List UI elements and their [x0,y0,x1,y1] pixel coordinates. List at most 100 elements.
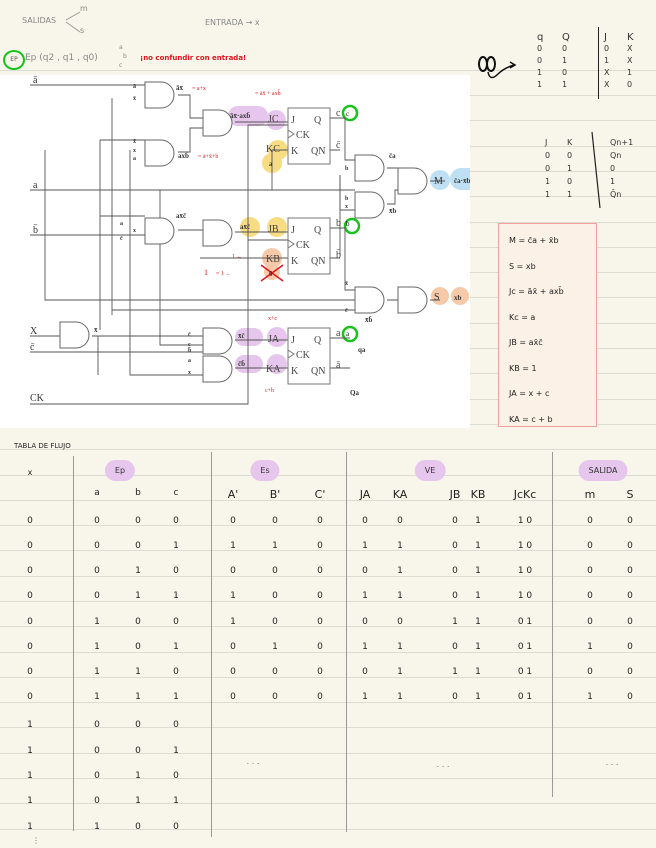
highlight-m [430,170,450,190]
kc-note: a [269,160,273,168]
table-cell: 1 0 [517,516,533,526]
table-cell: 0 [27,667,33,677]
table-cell: 1 [173,692,179,702]
table-divider [552,452,553,797]
jk-char-cell: 0 [567,177,573,186]
table-divider [211,452,212,837]
salidas-m: m [80,4,88,13]
table-cell: 1 [272,541,278,551]
pin-j: J [291,115,295,126]
output-s-label: S [434,292,440,303]
table-cell: 1 [397,591,403,601]
table-cell: 1 [27,822,33,832]
jk-excitation-header: J [604,32,607,43]
table-cell: 0 [452,566,458,576]
rule-line [470,196,656,197]
table-cell: 1 0 [517,566,533,576]
jk-flip-flop-b [287,217,331,275]
table-cell: 0 [173,771,179,781]
formula-line: JB = ax̄c̄ [509,338,543,347]
rule-line [0,449,656,450]
pin-letter: c̄ [120,236,123,242]
table-cell: 1 [173,591,179,601]
table-cell: 0 [317,692,323,702]
table-cell: 0 1 [517,642,533,652]
pin-letter: b [345,196,349,202]
table-cell: 0 [173,720,179,730]
rule-line [470,120,656,121]
table-cell: 0 [627,692,633,702]
table-cell: 0 [272,667,278,677]
continuation-dots: . . . [436,760,450,769]
table-cell: 0 [94,566,100,576]
gate-label-xb-bar: x̄b̄ [365,316,373,324]
table-cell: 0 [317,591,323,601]
table-cell: 1 [475,667,481,677]
gate-label-jc: āx̄·axb̄ [230,112,250,120]
table-cell: 1 [397,541,403,551]
table-cell: 0 [94,516,100,526]
salidas-arrows [65,11,81,33]
rule-line [0,829,656,830]
column-header: S [626,488,634,501]
table-cell: 0 [587,541,593,551]
pin-j: J [291,225,295,236]
table-divider [346,452,347,832]
table-cell: 0 [272,617,278,627]
input-a-bar: ā [33,75,38,86]
kb-zero-note: 0 [269,270,273,278]
red-note: 1 ← [232,254,243,260]
table-cell: 0 [362,617,368,627]
red-note: = a+x [192,86,206,92]
input-c-bar: c̄ [30,342,35,353]
pin-letter: a [133,156,136,162]
table-cell: 1 [173,746,179,756]
red-note: = 1 ← [216,271,231,277]
table-cell: 0 [587,617,593,627]
table-cell: 0 [27,692,33,702]
flow-table-title: TABLA DE FLUJO [14,442,71,450]
formula-line: M = c̄a + x̄b [509,236,559,245]
table-cell: 0 [94,591,100,601]
formula-line: Kc = a [509,312,536,322]
formula-line: KB = 1 [509,363,537,373]
k-input-label: KC [266,144,280,155]
qn-output-label: ā [336,360,341,371]
table-cell: 1 [27,796,33,806]
output-m-label: M [434,176,443,187]
table-cell: 0 [627,541,633,551]
salidas-label: SALIDAS [22,16,57,25]
table-cell: 0 [27,541,33,551]
pin-letter: x̄ [133,139,136,145]
rule-line [0,677,656,678]
table-cell: 0 [27,566,33,576]
table-cell: 0 [27,642,33,652]
ep-badge: EP [3,50,25,70]
rule-line [0,550,656,551]
table-cell: 0 [135,720,141,730]
q-output-label: c [336,108,341,119]
state-circle-icon [343,217,361,235]
qa-note: qa [358,346,366,354]
more-rows-dots: ⋮ [32,836,40,845]
j-input-label: JB [268,224,279,235]
table-cell: 0 [627,566,633,576]
x-bar-label: x̄ [94,326,98,334]
formula-line: Jc = āx̄ + axb̄ [509,287,564,296]
pin-letter: a [188,358,191,364]
state-label: c [346,110,349,118]
jk-char-cell: 1 [545,190,551,199]
column-header: m [584,488,596,501]
table-cell: 1 [452,667,458,677]
input-b-bar: b̄ [33,224,38,236]
input-x: X [30,326,38,337]
jk-char-header: Qn+1 [610,138,634,147]
pin-j: J [291,335,295,346]
eyes-doodle-icon [478,56,517,79]
clock-triangle-icon [287,129,295,139]
state-label: a [346,330,350,338]
table-cell: 1 [230,591,236,601]
table-cell: 1 [475,642,481,652]
